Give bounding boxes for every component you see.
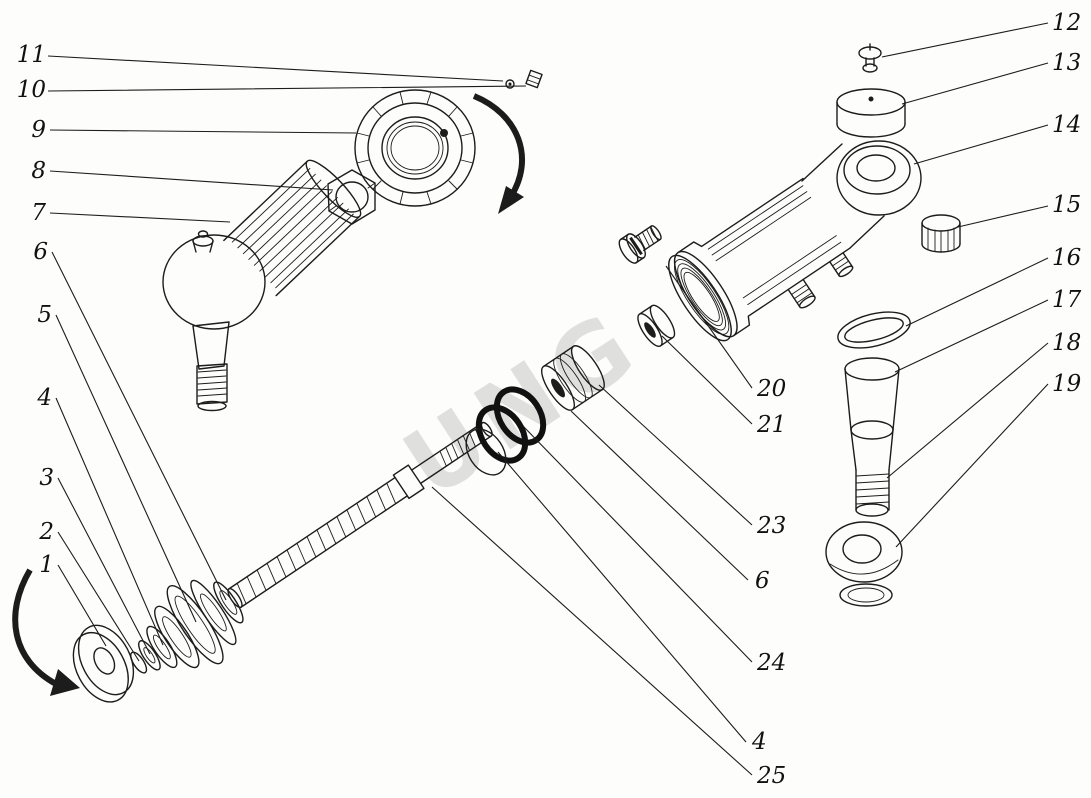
callout-24: 24 xyxy=(756,650,786,676)
split-collar xyxy=(637,304,676,347)
callout-17: 17 xyxy=(1052,287,1082,313)
callout-20: 20 xyxy=(756,376,786,402)
cap xyxy=(836,88,906,138)
ring-nut xyxy=(354,89,476,207)
piston-rod xyxy=(227,421,493,609)
callout-4-left: 4 xyxy=(36,385,52,411)
callout-16: 16 xyxy=(1052,245,1081,271)
plug xyxy=(921,214,961,253)
breather-valve xyxy=(858,43,882,73)
rotation-arrow-bottom xyxy=(12,568,80,696)
o-ring-16 xyxy=(837,311,911,349)
callout-10: 10 xyxy=(17,77,46,103)
end-disc xyxy=(72,624,135,703)
callout-7: 7 xyxy=(31,200,46,226)
callout-4-right: 4 xyxy=(751,729,767,755)
leader-lines-right xyxy=(431,22,1049,776)
callout-5: 5 xyxy=(37,302,52,328)
callout-1: 1 xyxy=(39,552,54,578)
piston xyxy=(541,345,605,411)
callout-23: 23 xyxy=(756,513,786,539)
tie-rod-end xyxy=(162,159,362,412)
callout-19: 19 xyxy=(1052,371,1081,397)
rotation-arrow-top xyxy=(472,93,525,214)
callout-11: 11 xyxy=(17,42,46,68)
valve-stem xyxy=(844,357,900,517)
callout-3: 3 xyxy=(39,465,54,491)
callout-8: 8 xyxy=(31,158,46,184)
callout-18: 18 xyxy=(1052,330,1081,356)
callout-12: 12 xyxy=(1052,10,1081,36)
leader-lines-left xyxy=(47,55,527,662)
callout-15: 15 xyxy=(1052,192,1081,218)
callout-21: 21 xyxy=(756,412,786,438)
callout-6-left: 6 xyxy=(33,239,48,265)
callout-14: 14 xyxy=(1052,112,1081,138)
boot-and-washers xyxy=(130,579,244,674)
cylinder-body xyxy=(668,140,922,342)
set-screw-and-pin xyxy=(505,69,543,89)
callout-13: 13 xyxy=(1052,50,1081,76)
callout-25: 25 xyxy=(756,763,786,789)
callout-6-right: 6 xyxy=(755,568,770,594)
callout-2: 2 xyxy=(38,519,54,545)
ball-joint xyxy=(825,521,903,607)
slotted-plug xyxy=(618,225,662,264)
hex-nut xyxy=(327,169,376,225)
callout-9: 9 xyxy=(31,117,46,143)
